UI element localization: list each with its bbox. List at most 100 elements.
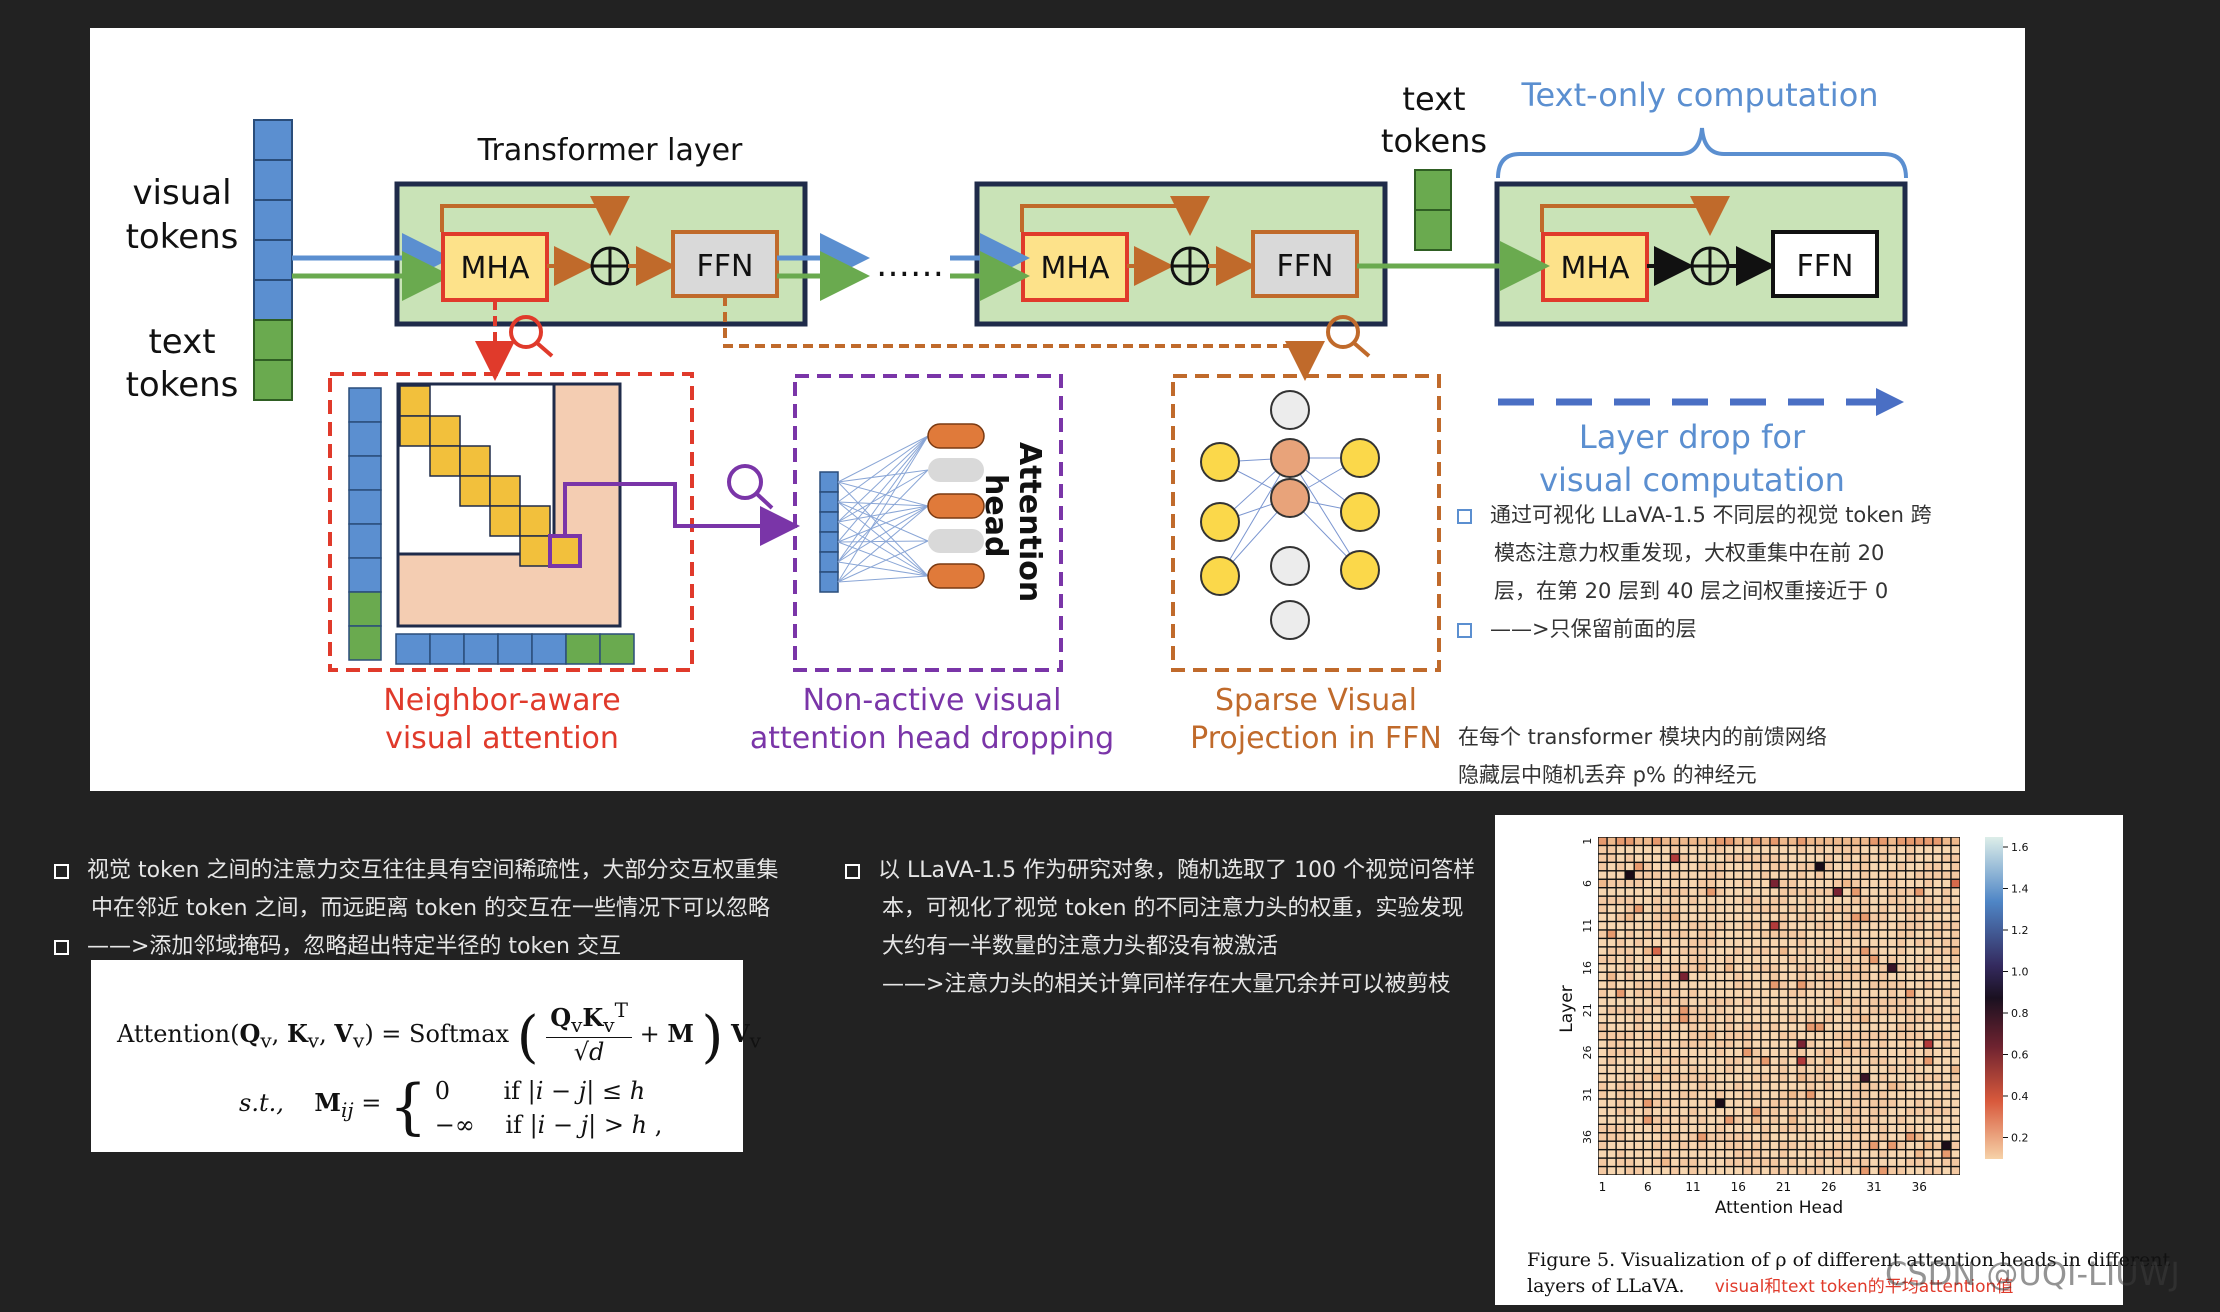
heatmap-cell [1743,1167,1752,1175]
heatmap-cell [1734,1082,1743,1090]
heatmap-cell [1942,1074,1951,1082]
heatmap-cell [1924,972,1933,980]
heatmap-cell [1951,871,1960,879]
heatmap-cell [1870,1023,1878,1031]
heatmap-y-tick: 16 [1581,961,1594,975]
heatmap-cell [1852,1065,1860,1073]
heatmap-cell [1625,1125,1634,1133]
heatmap-cell [1779,837,1788,845]
heatmap-cell [1698,947,1706,955]
heatmap-cell [1906,1150,1915,1158]
heatmap-cell [1707,964,1715,972]
heatmap-cell [1725,863,1734,871]
heatmap-cell [1815,888,1824,896]
heatmap-cell [1734,1040,1743,1048]
heatmap-cell [1888,1057,1896,1065]
magnifier-icon-purple [727,464,774,510]
attention-head-inputs [819,471,839,593]
heatmap-cell [1879,939,1887,947]
heatmap-cell [1653,1023,1661,1031]
heatmap-cell [1788,871,1797,879]
heatmap-cell [1906,888,1915,896]
heatmap-cell [1770,922,1779,930]
checkbox-icon[interactable] [1457,623,1472,638]
heatmap-cell [1915,1048,1924,1056]
heatmap-cell [1643,1125,1652,1133]
heatmap-cell [1607,1040,1616,1048]
checkbox-icon[interactable] [845,864,860,879]
heatmap-cell [1824,1141,1833,1149]
heatmap-cell [1607,1032,1616,1040]
heatmap-cell [1607,947,1616,955]
heatmap-cell [1698,1167,1706,1175]
heatmap-cell [1707,879,1715,887]
heatmap-cell [1888,888,1896,896]
heatmap-cell [1870,1065,1878,1073]
heatmap-cell [1662,913,1670,921]
heatmap-cell [1616,939,1625,947]
heatmap-cell [1888,1116,1896,1124]
heatmap-cell [1752,947,1761,955]
note-text: 大约有一半数量的注意力头都没有被激活 [882,934,1279,959]
heatmap-cell [1598,837,1607,845]
heatmap-cell [1815,1099,1824,1107]
heatmap-cell [1870,846,1878,854]
heatmap-cell [1716,854,1724,862]
heatmap-cell [1671,888,1679,896]
heatmap-cell [1671,1091,1679,1099]
heatmap-cell [1607,964,1616,972]
heatmap-cell [1861,896,1869,904]
checkbox-icon[interactable] [54,864,69,879]
heatmap-cell [1897,1023,1905,1031]
heatmap-cell [1915,998,1924,1006]
heatmap-cell [1843,871,1851,879]
heatmap-cell [1870,1074,1878,1082]
heatmap-cell [1915,1065,1924,1073]
heatmap-cell [1653,1074,1661,1082]
heatmap-cell [1761,1006,1770,1014]
heatmap-cell [1598,981,1607,989]
heatmap-cell [1843,956,1851,964]
heatmap-cell [1743,913,1752,921]
heatmap-cell [1906,1023,1915,1031]
heatmap-cell [1625,1032,1634,1040]
heatmap-cell [1806,1133,1815,1141]
magnifier-icon-red [509,315,554,358]
heatmap-cell [1634,981,1643,989]
heatmap-cell [1834,939,1842,947]
visual-tokens-label: visual [132,173,231,213]
heatmap-cell [1806,913,1815,921]
heatmap-cell [1824,913,1833,921]
checkbox-icon[interactable] [54,940,69,955]
heatmap-cell [1725,896,1734,904]
heatmap-cell [1743,854,1752,862]
heatmap-cell [1852,863,1860,871]
heatmap-cell [1933,947,1942,955]
heatmap-cell [1870,1082,1878,1090]
heatmap-cell [1680,1125,1688,1133]
checkbox-icon[interactable] [1457,509,1472,524]
heatmap-cell [1933,837,1942,845]
heatmap-cell [1662,837,1670,845]
heatmap-cell [1616,1091,1625,1099]
heatmap-cell [1824,888,1833,896]
heatmap-cell [1888,989,1896,997]
heatmap-cell [1951,922,1960,930]
heatmap-cell [1815,854,1824,862]
heatmap-cell [1761,1091,1770,1099]
heatmap-cell [1897,964,1905,972]
heatmap-cell [1716,1023,1724,1031]
heatmap-cell [1815,1141,1824,1149]
heatmap-cell [1716,964,1724,972]
heatmap-cell [1915,1158,1924,1166]
heatmap-cell [1634,1099,1643,1107]
heatmap-cell [1824,1167,1833,1175]
heatmap-cell [1788,981,1797,989]
heatmap-cell [1698,1125,1706,1133]
heatmap-cell [1779,888,1788,896]
heatmap-cell [1933,939,1942,947]
heatmap-cell [1607,956,1616,964]
heatmap-cell [1806,1108,1815,1116]
heatmap-cell [1607,1048,1616,1056]
heatmap-cell [1843,1116,1851,1124]
